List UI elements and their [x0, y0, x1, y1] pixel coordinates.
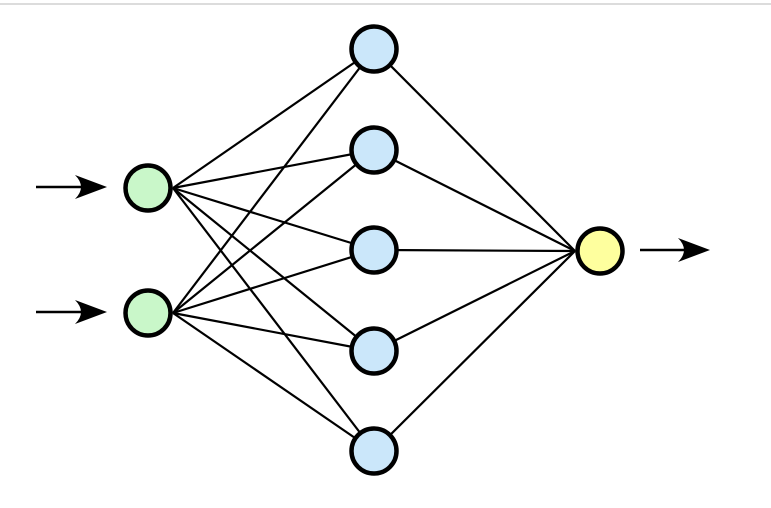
edge-input-layer-2-to-hidden-layer-3 — [172, 248, 375, 315]
input-arrow-1-head — [75, 175, 107, 199]
input-arrow-2-head — [75, 300, 107, 324]
output-node-1 — [575, 226, 625, 276]
edge-input-layer-1-to-hidden-layer-4 — [172, 187, 375, 352]
hidden-node-5 — [349, 426, 399, 476]
edge-input-layer-2-to-hidden-layer-2 — [172, 149, 375, 314]
edge-input-layer-2-to-hidden-layer-5 — [172, 312, 375, 452]
input-node-1 — [123, 163, 173, 213]
edge-input-layer-1-to-hidden-layer-2 — [172, 148, 375, 190]
edge-hidden-layer-4-to-output-layer-1 — [373, 250, 576, 352]
edge-hidden-layer-1-to-output-layer-1 — [373, 48, 576, 252]
edge-hidden-layer-3-to-output-layer-1 — [373, 248, 576, 253]
edge-input-layer-1-to-hidden-layer-5 — [172, 187, 375, 452]
hidden-node-3 — [349, 225, 399, 275]
hidden-node-1 — [349, 24, 399, 74]
edge-hidden-layer-5-to-output-layer-1 — [373, 250, 576, 452]
edge-input-layer-2-to-hidden-layer-4 — [172, 311, 375, 353]
input-node-2 — [123, 288, 173, 338]
edge-input-layer-1-to-hidden-layer-1 — [172, 48, 375, 189]
edge-input-layer-2-to-hidden-layer-1 — [172, 48, 375, 314]
top-border-rule — [0, 3, 771, 5]
edge-hidden-layer-2-to-output-layer-1 — [373, 149, 576, 252]
hidden-node-4 — [349, 326, 399, 376]
hidden-node-2 — [349, 125, 399, 175]
edge-input-layer-1-to-hidden-layer-3 — [172, 186, 375, 252]
output-arrow-head — [678, 238, 710, 262]
